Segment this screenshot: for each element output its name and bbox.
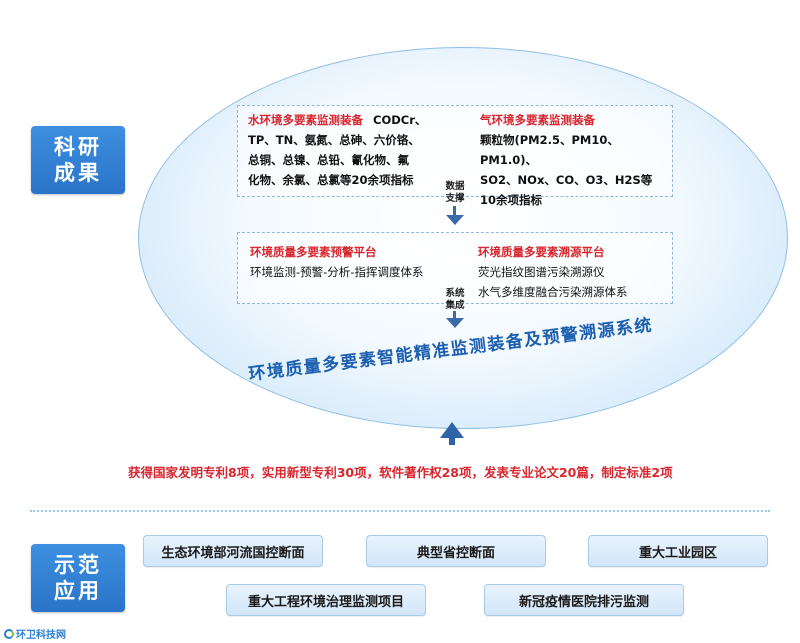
monitoring-equipment-panel <box>237 105 673 197</box>
logo-mark-icon <box>4 628 14 639</box>
data-support-arrow-stem <box>453 206 456 216</box>
warning-platform-block: 环境质量多要素预警平台 环境监测-预警-分析-指挥调度体系 <box>250 242 450 282</box>
data-support-label: 数据 支撑 <box>445 181 465 204</box>
air-equipment-line-1: 颗粒物(PM2.5、PM10、PM1.0)、 <box>480 133 619 167</box>
tracing-platform-line-1: 荧光指纹图谱污染溯源仪 <box>478 265 605 279</box>
demo-application-label: 示范 应用 <box>31 544 125 612</box>
system-integration-arrow-stem <box>453 311 456 319</box>
water-equipment-line-3: 化物、余氯、总氯等20余项指标 <box>248 173 414 187</box>
up-arrow-stem <box>449 437 455 445</box>
site-logo: 环卫科技网 <box>4 626 66 641</box>
air-equipment-title: 气环境多要素监测装备 <box>480 113 595 127</box>
research-results-label: 科研 成果 <box>31 126 125 194</box>
up-arrow-icon <box>440 422 464 438</box>
warning-platform-title: 环境质量多要素预警平台 <box>250 245 377 259</box>
section-divider <box>30 510 770 512</box>
water-equipment-first-line: CODCr、 <box>373 113 427 127</box>
demo-item-industrial-parks: 重大工业园区 <box>588 535 768 567</box>
demo-item-river-sections: 生态环境部河流国控断面 <box>143 535 323 567</box>
warning-platform-line: 环境监测-预警-分析-指挥调度体系 <box>250 265 424 279</box>
system-integration-label: 系统 集成 <box>445 288 465 311</box>
logo-text: 环卫科技网 <box>16 630 66 641</box>
data-support-arrow-icon <box>446 215 464 225</box>
air-equipment-line-3: 10余项指标 <box>480 193 543 207</box>
achievements-summary: 获得国家发明专利8项，实用新型专利30项，软件著作权28项，发表专业论文20篇，… <box>128 465 673 480</box>
system-integration-arrow-icon <box>446 318 464 328</box>
water-equipment-line-1: TP、TN、氨氮、总砷、六价铬、 <box>248 133 420 147</box>
demo-item-engineering-projects: 重大工程环境治理监测项目 <box>226 584 426 616</box>
platform-panel <box>237 232 673 304</box>
water-equipment-line-2: 总铜、总镍、总铅、氰化物、氟 <box>248 153 409 167</box>
tracing-platform-block: 环境质量多要素溯源平台 荧光指纹图谱污染溯源仪 水气多维度融合污染溯源体系 <box>478 242 668 302</box>
demo-item-hospital-monitoring: 新冠疫情医院排污监测 <box>484 584 684 616</box>
water-equipment-block: 水环境多要素监测装备 CODCr、 TP、TN、氨氮、总砷、六价铬、 总铜、总镍… <box>248 110 448 190</box>
air-equipment-line-2: SO2、NOx、CO、O3、H2S等 <box>480 173 653 187</box>
tracing-platform-line-2: 水气多维度融合污染溯源体系 <box>478 285 628 299</box>
demo-item-provincial-sections: 典型省控断面 <box>366 535 546 567</box>
water-equipment-title: 水环境多要素监测装备 <box>248 113 363 127</box>
air-equipment-block: 气环境多要素监测装备 颗粒物(PM2.5、PM10、PM1.0)、 SO2、NO… <box>480 110 670 210</box>
tracing-platform-title: 环境质量多要素溯源平台 <box>478 245 605 259</box>
